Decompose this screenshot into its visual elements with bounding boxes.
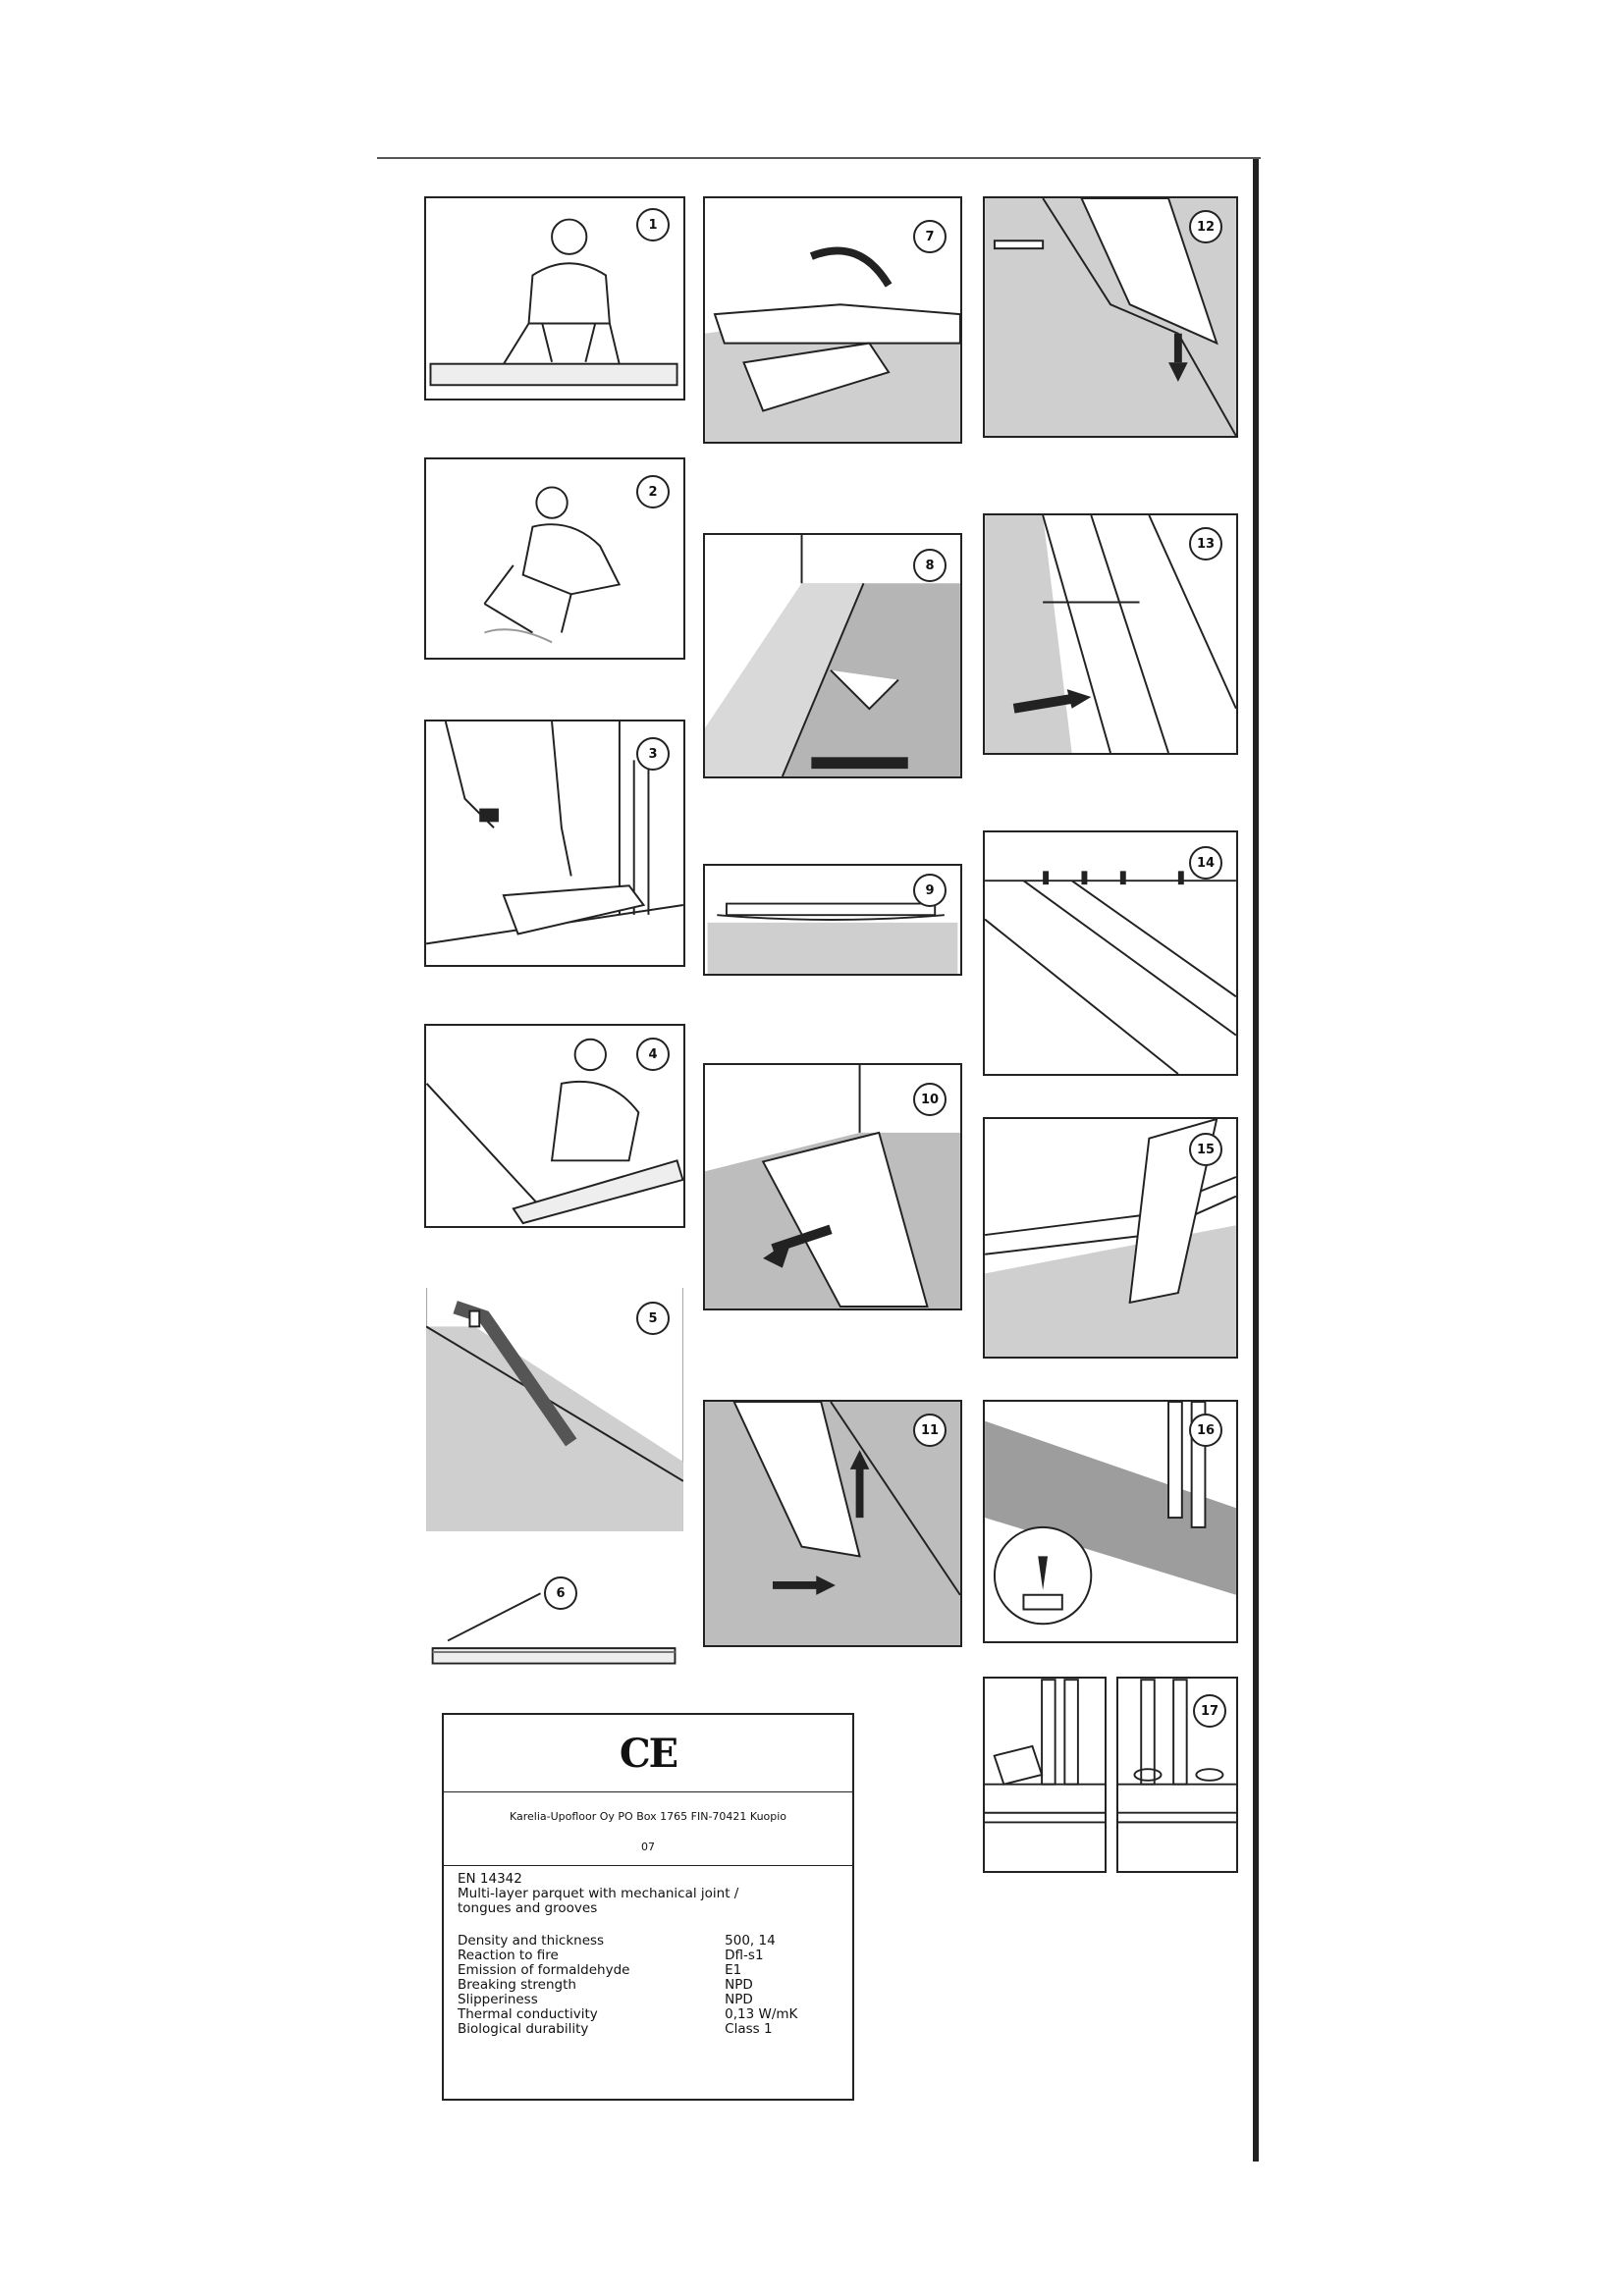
standard-code: EN 14342	[458, 1872, 839, 1887]
property-value: Class 1	[711, 2022, 839, 2037]
step-8-illustration: 8	[703, 533, 962, 778]
property-label: Emission of formaldehyde	[458, 1963, 711, 1978]
step-number: 14	[1189, 846, 1222, 880]
property-value: 0,13 W/mK	[711, 2007, 839, 2022]
pipe-cover-left-icon	[985, 1679, 1105, 1871]
property-label: Slipperiness	[458, 1993, 711, 2007]
step-number: 13	[1189, 527, 1222, 561]
step-10-illustration: 10	[703, 1063, 962, 1310]
step-12-illustration: 12	[983, 196, 1238, 438]
step-5-illustration: 5	[424, 1286, 685, 1533]
property-value: NPD	[711, 1978, 839, 1993]
product-description-line2: tongues and grooves	[458, 1901, 839, 1916]
step-number: 11	[913, 1414, 947, 1447]
step-3-illustration: 3	[424, 720, 685, 967]
step-2-illustration: 2	[424, 457, 685, 660]
step-number: 17	[1193, 1694, 1226, 1728]
step-number: 6	[544, 1576, 577, 1610]
property-label: Reaction to fire	[458, 1949, 711, 1963]
step-number: 10	[913, 1083, 947, 1116]
property-value: NPD	[711, 1993, 839, 2007]
step-15-illustration: 15	[983, 1117, 1238, 1359]
step-number: 7	[913, 220, 947, 253]
ce-marking-label: CE Karelia-Upofloor Oy PO Box 1765 FIN-7…	[442, 1713, 854, 2101]
step-number: 5	[636, 1302, 670, 1335]
step-17a-illustration	[983, 1677, 1107, 1873]
step-6-illustration: 6	[424, 1571, 685, 1681]
product-description-line1: Multi-layer parquet with mechanical join…	[458, 1887, 839, 1901]
ce-year: 07	[444, 1823, 852, 1866]
step-number: 16	[1189, 1414, 1222, 1447]
step-13-illustration: 13	[983, 513, 1238, 755]
step-number: 1	[636, 208, 670, 241]
right-rule	[1253, 159, 1259, 2162]
property-label: Biological durability	[458, 2022, 711, 2037]
property-value: E1	[711, 1963, 839, 1978]
top-rule	[377, 157, 1261, 159]
property-label: Density and thickness	[458, 1934, 711, 1949]
step-9-illustration: 9	[703, 864, 962, 976]
step-4-illustration: 4	[424, 1024, 685, 1228]
step-17b-illustration: 17	[1116, 1677, 1238, 1873]
manufacturer-address: Karelia-Upofloor Oy PO Box 1765 FIN-7042…	[444, 1792, 852, 1823]
step-number: 12	[1189, 210, 1222, 243]
property-value: Dfl-s1	[711, 1949, 839, 1963]
step-11-illustration: 11	[703, 1400, 962, 1647]
step-number: 15	[1189, 1133, 1222, 1166]
step-number: 2	[636, 475, 670, 508]
step-1-illustration: 1	[424, 196, 685, 400]
property-label: Thermal conductivity	[458, 2007, 711, 2022]
step-number: 3	[636, 737, 670, 771]
ce-mark: CE	[444, 1715, 852, 1792]
property-label: Breaking strength	[458, 1978, 711, 1993]
step-number: 8	[913, 549, 947, 582]
step-14-illustration: 14	[983, 830, 1238, 1076]
step-number: 9	[913, 874, 947, 907]
step-number: 4	[636, 1038, 670, 1071]
property-value: 500, 14	[711, 1934, 839, 1949]
step-7-illustration: 7	[703, 196, 962, 444]
step-16-illustration: 16	[983, 1400, 1238, 1643]
